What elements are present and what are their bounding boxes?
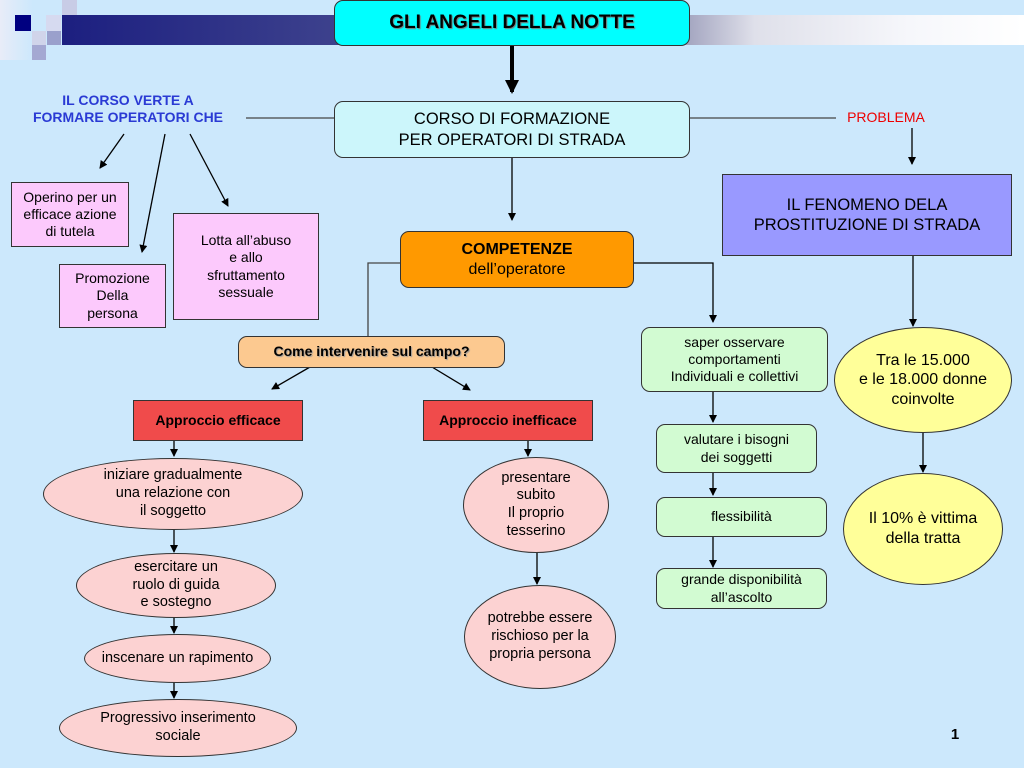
decor-square-pale-2: [46, 15, 61, 31]
approach-effective-label: Approccio efficace: [155, 411, 281, 428]
ineffective-step-1-text: presentare subito Il proprio tesserino: [501, 469, 571, 539]
title-box: GLI ANGELI DELLA NOTTE: [334, 0, 690, 46]
skill-observe-text: saper osservare comportamenti Individual…: [670, 333, 799, 385]
arrow-question-to-ineffective: [431, 366, 471, 391]
fact-tratta: Il 10% è vittima della tratta: [843, 473, 1003, 585]
effective-step-2-text: esercitare un ruolo di guida e sostegno: [132, 558, 220, 611]
skill-evaluate: valutare i bisogni dei soggetti: [656, 424, 817, 473]
approach-ineffective-label: Approccio inefficace: [439, 411, 577, 428]
ineffective-step-2-text: potrebbe essere rischioso per la propria…: [487, 610, 593, 662]
skill-listening-text: grande disponibilità all’ascolto: [681, 571, 802, 605]
approach-ineffective: Approccio inefficace: [423, 400, 593, 441]
arrow-heading-to-lotta: [189, 133, 229, 207]
fact-numbers: Tra le 15.000 e le 18.000 donne coinvolt…: [834, 327, 1012, 433]
ineffective-step-1: presentare subito Il proprio tesserino: [463, 457, 609, 553]
decor-square-pale-1: [32, 31, 46, 45]
approach-effective: Approccio efficace: [133, 400, 303, 441]
page-number: 1: [950, 726, 960, 743]
goal-operino: Operino per un efficace azione di tutela: [11, 182, 129, 247]
arrow-heading-to-promozione: [139, 133, 166, 253]
question-text: Come intervenire sul campo?: [273, 343, 470, 360]
skill-listening: grande disponibilità all’ascolto: [656, 568, 827, 609]
competenze-subtitle: dell’operatore: [468, 260, 566, 278]
skill-flexibility-text: flessibilità: [711, 508, 772, 525]
goal-lotta: Lotta all’abuso e allo sfruttamento sess…: [173, 213, 319, 320]
goal-operino-text: Operino per un efficace azione di tutela: [23, 188, 117, 240]
decor-square-mid-3: [32, 45, 46, 60]
arrow-heading-to-operino: [99, 133, 125, 169]
goal-promozione: Promozione Della persona: [59, 264, 166, 328]
effective-step-4: Progressivo inserimento sociale: [59, 699, 297, 757]
skill-evaluate-text: valutare i bisogni dei soggetti: [683, 431, 790, 465]
decor-square-mid-1: [47, 31, 61, 45]
decor-square-navy: [15, 15, 31, 31]
effective-step-1: iniziare gradualmente una relazione con …: [43, 458, 303, 530]
goal-promozione-text: Promozione Della persona: [75, 270, 150, 321]
fact-tratta-text: Il 10% è vittima della tratta: [868, 510, 978, 547]
effective-step-4-text: Progressivo inserimento sociale: [100, 710, 256, 744]
course-box: CORSO DI FORMAZIONE PER OPERATORI DI STR…: [334, 101, 690, 158]
question-box: Come intervenire sul campo?: [238, 336, 505, 368]
title-text: GLI ANGELI DELLA NOTTE: [389, 12, 635, 34]
effective-step-1-text: iniziare gradualmente una relazione con …: [103, 467, 243, 519]
effective-step-2: esercitare un ruolo di guida e sostegno: [76, 553, 276, 618]
arrow-question-to-effective: [271, 366, 311, 390]
decor-square-pale-3: [62, 0, 77, 15]
problem-box-text: IL FENOMENO DELA PROSTITUZIONE DI STRADA: [753, 195, 981, 234]
line-competenze-to-question: [367, 262, 400, 336]
effective-step-3: inscenare un rapimento: [84, 634, 271, 683]
skill-flexibility: flessibilità: [656, 497, 827, 537]
left-branch-heading: IL CORSO VERTE A FORMARE OPERATORI CHE: [32, 92, 224, 125]
arrow-competenze-to-skills: [634, 262, 717, 323]
competenze-title: COMPETENZE: [461, 240, 573, 258]
goal-lotta-text: Lotta all’abuso e allo sfruttamento sess…: [200, 232, 292, 300]
fact-numbers-text: Tra le 15.000 e le 18.000 donne coinvolt…: [858, 351, 988, 408]
problem-box: IL FENOMENO DELA PROSTITUZIONE DI STRADA: [722, 174, 1012, 256]
effective-step-3-text: inscenare un rapimento: [101, 649, 254, 666]
skill-observe: saper osservare comportamenti Individual…: [641, 327, 828, 392]
course-text: CORSO DI FORMAZIONE PER OPERATORI DI STR…: [398, 110, 626, 149]
ineffective-step-2: potrebbe essere rischioso per la propria…: [464, 585, 616, 689]
competenze-box: COMPETENZE dell’operatore: [400, 231, 634, 288]
problem-label: PROBLEMA: [847, 109, 925, 125]
